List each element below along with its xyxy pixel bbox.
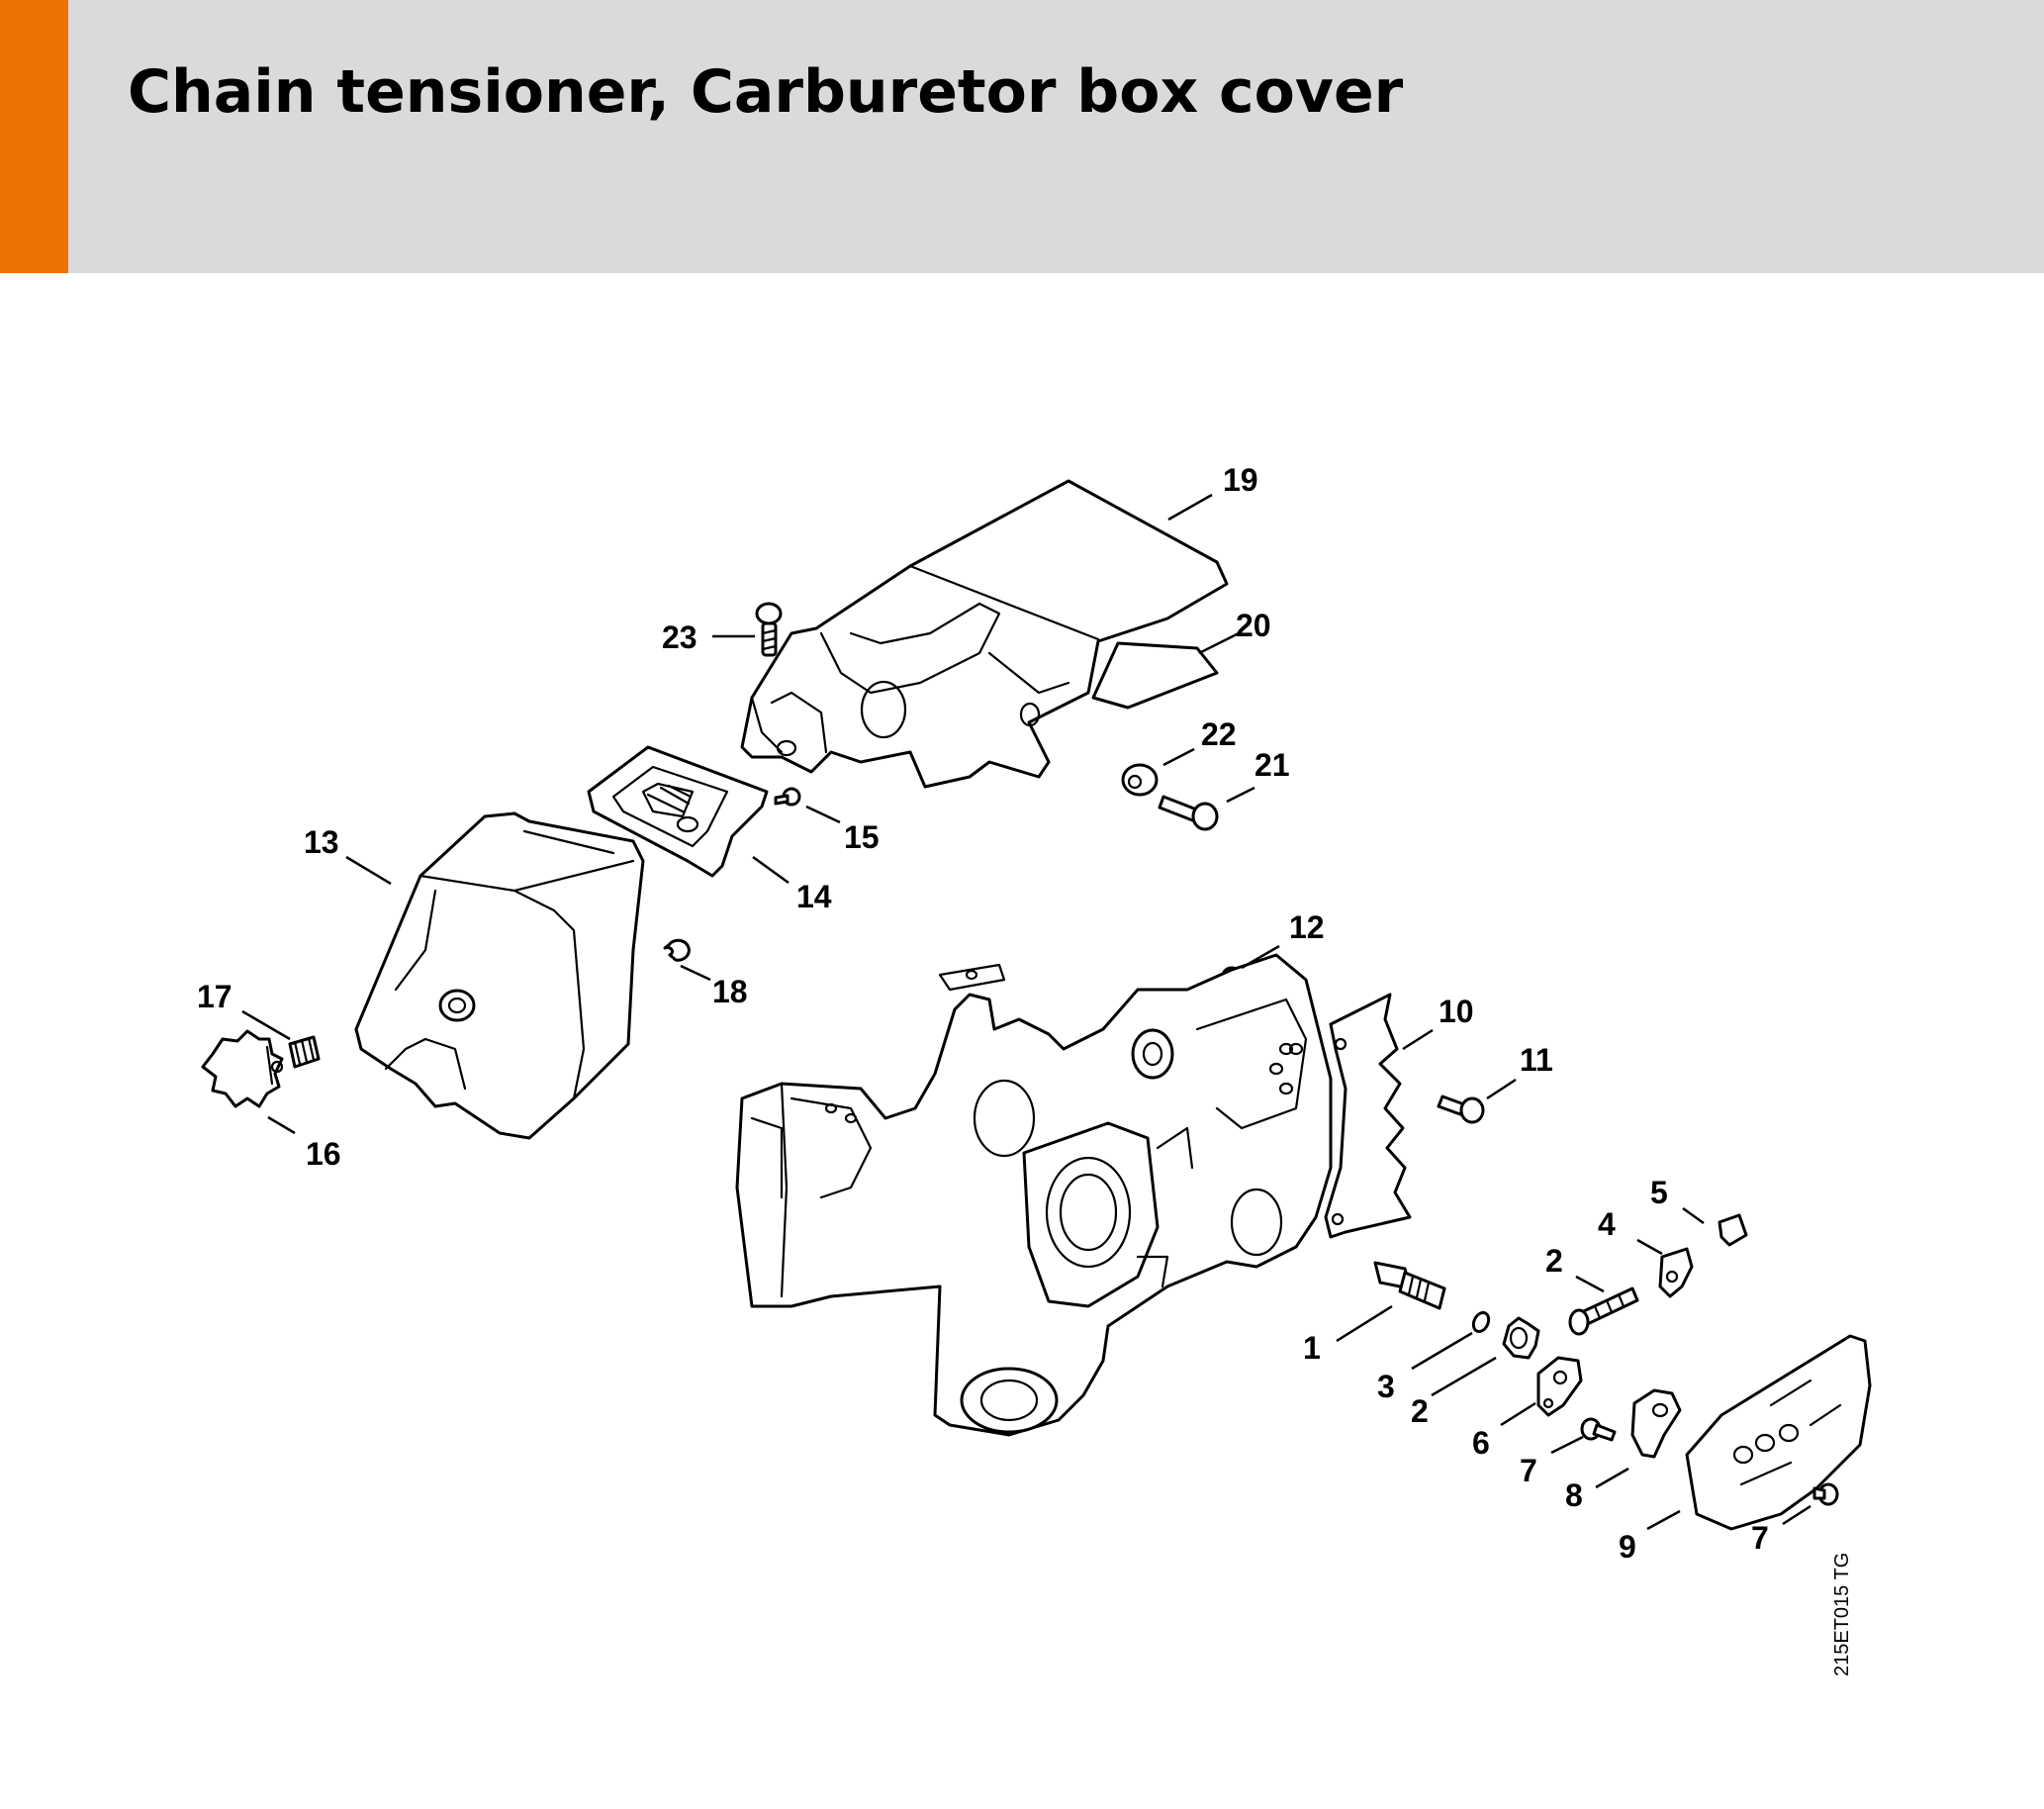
part-18-circlip[interactable] [663, 938, 691, 962]
callout-2-lower: 2 [1411, 1393, 1429, 1429]
callout-17: 17 [197, 979, 232, 1014]
callout-7-left: 7 [1520, 1453, 1537, 1488]
callout-5: 5 [1650, 1175, 1668, 1210]
callout-8: 8 [1565, 1477, 1583, 1513]
part-4-tensioner-slide[interactable] [1658, 1247, 1694, 1298]
part-16-knob[interactable] [201, 1029, 284, 1108]
part-22-sleeve[interactable] [1121, 763, 1159, 797]
callout-6: 6 [1472, 1425, 1490, 1461]
part-19-cover-shroud[interactable] [740, 479, 1229, 789]
part-2-tensioner-screw[interactable] [1568, 1286, 1639, 1336]
callout-13: 13 [304, 824, 339, 860]
callout-11: 11 [1520, 1042, 1553, 1078]
part-11-screw[interactable] [1437, 1095, 1485, 1124]
callout-23: 23 [662, 619, 697, 655]
page-title: Chain tensioner, Carburetor box cover [128, 57, 1404, 127]
callout-19: 19 [1223, 462, 1258, 498]
part-21-screw[interactable] [1158, 795, 1219, 831]
part-7-screw-a[interactable] [1580, 1417, 1617, 1442]
part-17-spring[interactable] [288, 1035, 321, 1069]
reference-code: 215ET015 TG [1831, 1553, 1853, 1676]
callout-2-upper: 2 [1545, 1243, 1563, 1279]
callout-15: 15 [844, 819, 880, 855]
callout-14: 14 [796, 879, 832, 914]
callout-16: 16 [306, 1136, 341, 1172]
callout-7-right: 7 [1751, 1520, 1769, 1556]
part-7-screw-b[interactable] [1812, 1482, 1839, 1506]
part-14-filter-grille[interactable] [587, 745, 769, 878]
header-band: Chain tensioner, Carburetor box cover [0, 0, 2044, 273]
part-9-side-plate[interactable] [1685, 1334, 1872, 1531]
part-6-thrust-plate[interactable] [1536, 1356, 1583, 1417]
part-23-screw[interactable] [755, 602, 783, 657]
part-10-bumper-spike[interactable] [1324, 993, 1412, 1239]
part-13-carburetor-box-cover[interactable] [354, 811, 645, 1140]
callout-4: 4 [1598, 1206, 1616, 1242]
part-3-washer[interactable] [1470, 1310, 1491, 1334]
callout-3: 3 [1377, 1369, 1395, 1404]
leader-lines [241, 493, 1812, 1531]
part-1-stud[interactable] [1373, 1261, 1446, 1310]
callout-10: 10 [1439, 994, 1474, 1029]
callout-20: 20 [1236, 608, 1271, 643]
callout-22: 22 [1201, 716, 1237, 752]
part-5-clip[interactable] [1718, 1213, 1748, 1247]
callout-18: 18 [712, 974, 748, 1009]
callout-1: 1 [1303, 1330, 1321, 1366]
part-2-spur-gear[interactable] [1502, 1316, 1540, 1360]
part-20-filter-mat[interactable] [1091, 641, 1219, 710]
callout-9: 9 [1619, 1529, 1636, 1565]
callout-21: 21 [1254, 747, 1290, 783]
part-15-screw[interactable] [774, 787, 801, 807]
accent-bar [0, 0, 68, 273]
crankcase-housing [735, 953, 1333, 1437]
part-8-cover-plate[interactable] [1630, 1388, 1682, 1459]
callout-12: 12 [1289, 909, 1325, 945]
